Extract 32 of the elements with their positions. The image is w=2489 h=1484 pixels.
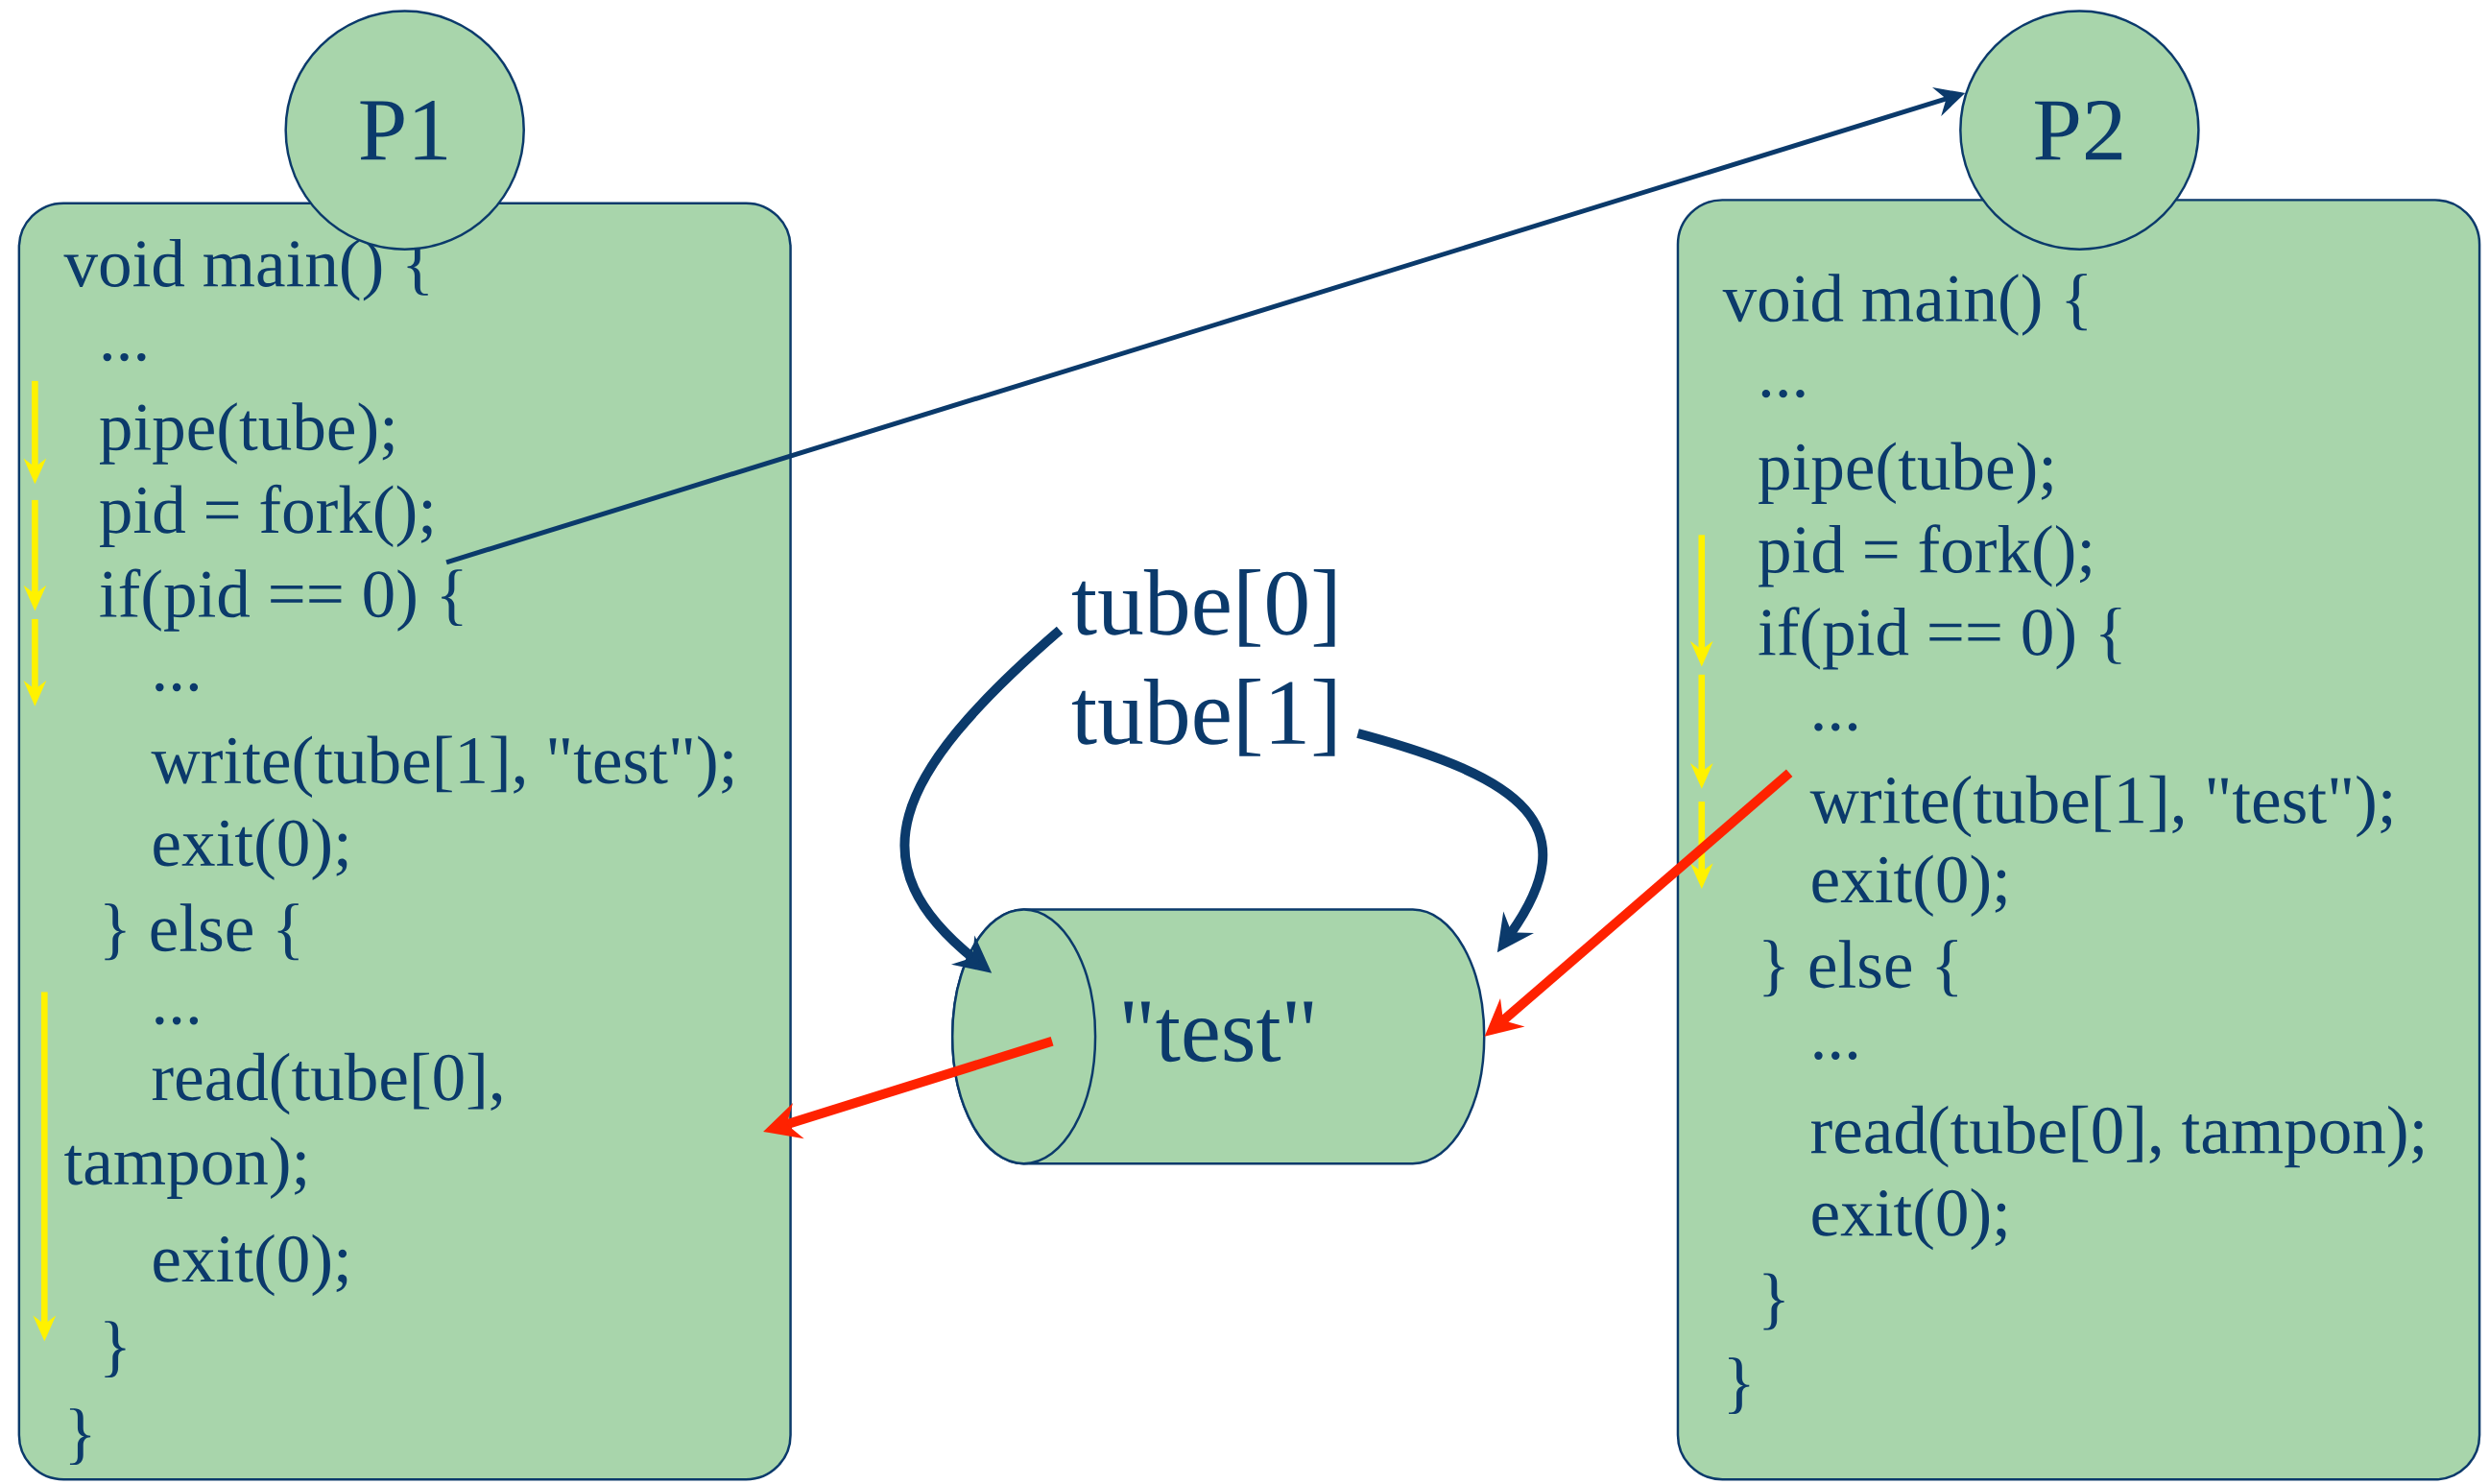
code-line: if(pid == 0) {	[1759, 607, 2121, 670]
variable-label: tube[1]	[1071, 679, 1335, 756]
code-line: ...	[156, 682, 199, 692]
code-line: ...	[1814, 723, 1857, 731]
code-line: }	[105, 1321, 126, 1377]
code-line: ...	[156, 1017, 199, 1025]
code-line: write(tube[1], "test");	[151, 735, 732, 798]
code-line: ...	[1814, 1051, 1857, 1060]
code-line: ...	[1761, 389, 1805, 398]
code-line: ...	[103, 352, 146, 362]
code-line: exit(0);	[1812, 854, 2006, 917]
code-line: }	[1763, 1273, 1784, 1330]
code-line: read(tube[0], tampon);	[1811, 1105, 2423, 1168]
code-line: if(pid == 0) {	[100, 568, 463, 632]
code-line: } else {	[1763, 940, 1957, 997]
code-line: pid = fork();	[1759, 524, 2091, 587]
code-line: exit(0);	[154, 818, 347, 880]
code-line: }	[1729, 1357, 1750, 1415]
code-line: void main() {	[1722, 274, 2087, 336]
code-line: }	[69, 1408, 91, 1465]
code-line: read(tube[0], tampon);	[64, 1052, 502, 1199]
code-line: pid = fork();	[100, 484, 432, 547]
code-box	[17, 202, 792, 1481]
code-line: pipe(tube);	[100, 402, 394, 465]
code-line: exit(0);	[1812, 1187, 2006, 1251]
pipe-cylinder: "test"	[951, 908, 1486, 1165]
code-line: } else {	[105, 903, 299, 961]
code-line: write(tube[1], "test");	[1809, 775, 2392, 838]
code-box	[1676, 199, 2481, 1481]
code-line: exit(0);	[154, 1233, 347, 1297]
variable-label: tube[0]	[1071, 568, 1335, 647]
code-line: pipe(tube);	[1759, 442, 2052, 504]
